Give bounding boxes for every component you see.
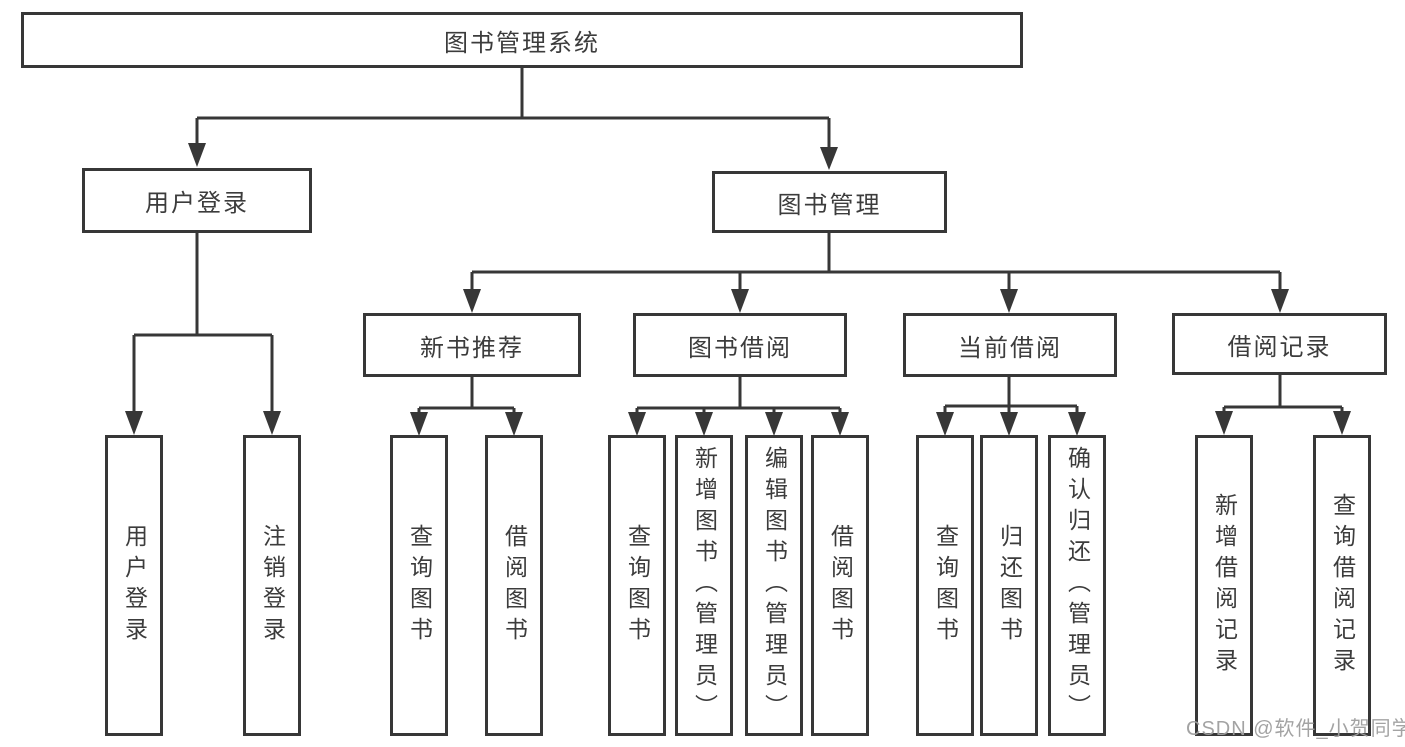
leaf-return-book-label: 归还图书 [996,523,1023,648]
leaf-add-borrow-record-label: 新增借阅记录 [1211,492,1238,679]
leaf-query-books-recommend-label: 查询图书 [406,523,433,648]
node-current-borrow: 当前借阅 [903,313,1117,377]
leaf-query-borrow-record: 查询借阅记录 [1313,435,1371,736]
leaf-return-book: 归还图书 [980,435,1038,736]
node-borrow-records: 借阅记录 [1172,313,1387,375]
leaf-edit-book-admin-label: 编辑图书（管理员） [761,446,788,725]
node-borrow-records-label: 借阅记录 [1227,333,1332,361]
csdn-watermark: CSDN @软件_小贺同学 [1186,718,1405,740]
node-library-system-label: 图书管理系统 [444,29,600,57]
leaf-add-book-admin: 新增图书（管理员） [675,435,733,736]
leaf-query-books-recommend: 查询图书 [390,435,448,736]
leaf-borrow-books: 借阅图书 [811,435,869,736]
node-user-login-label: 用户登录 [145,190,249,217]
leaf-borrow-books-label: 借阅图书 [827,523,854,648]
leaf-logout-label: 注销登录 [259,523,286,648]
node-library-system: 图书管理系统 [21,12,1023,68]
leaf-query-books-current: 查询图书 [916,435,974,736]
node-book-management: 图书管理 [712,171,947,233]
leaf-add-borrow-record: 新增借阅记录 [1195,435,1253,736]
leaf-add-book-admin-label: 新增图书（管理员） [691,446,718,725]
node-new-book-recommend: 新书推荐 [363,313,581,377]
leaf-edit-book-admin: 编辑图书（管理员） [745,435,803,736]
leaf-confirm-return-admin: 确认归还（管理员） [1048,435,1106,736]
node-book-management-label: 图书管理 [777,191,882,219]
arrowheads [125,143,1351,436]
node-new-book-recommend-label: 新书推荐 [420,334,524,362]
leaf-query-borrow-record-label: 查询借阅记录 [1329,492,1356,679]
leaf-borrow-books-recommend: 借阅图书 [485,435,543,736]
node-book-borrow-label: 图书借阅 [688,334,792,362]
node-user-login: 用户登录 [82,168,312,233]
leaf-logout: 注销登录 [243,435,301,736]
leaf-confirm-return-admin-label: 确认归还（管理员） [1064,446,1091,725]
leaf-query-books-borrow: 查询图书 [608,435,666,736]
node-book-borrow: 图书借阅 [633,313,847,377]
leaf-query-books-borrow-label: 查询图书 [624,523,651,648]
connector-paths [132,68,1344,414]
leaf-user-login: 用户登录 [105,435,163,736]
leaf-user-login-label: 用户登录 [121,523,148,648]
node-current-borrow-label: 当前借阅 [958,334,1062,362]
leaf-query-books-current-label: 查询图书 [932,523,959,648]
leaf-borrow-books-recommend-label: 借阅图书 [501,523,528,648]
